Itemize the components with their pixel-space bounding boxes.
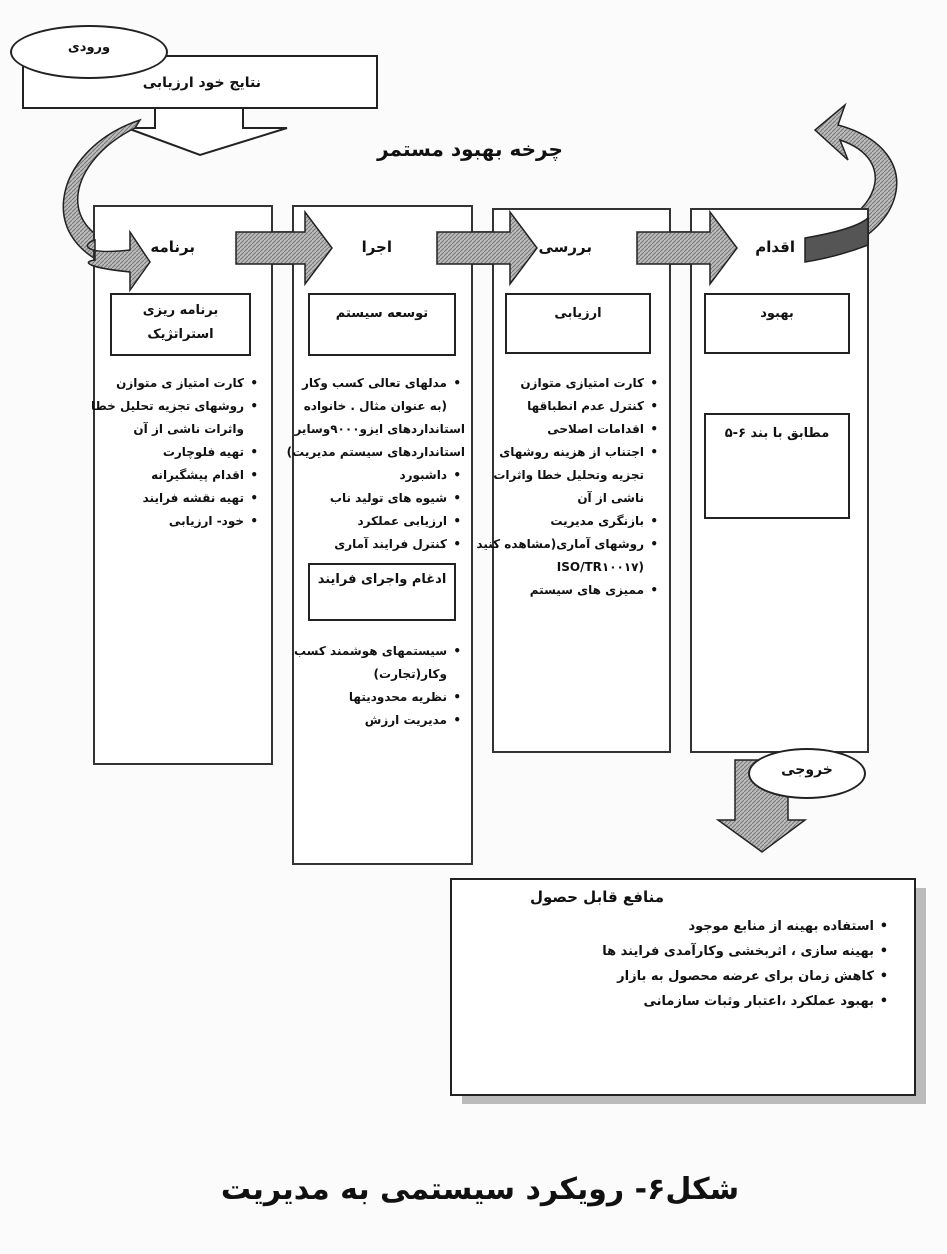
list-item: اجتناب از هزینه روشهای (472, 441, 658, 464)
list-item: سیستمهای هوشمند کسب (275, 640, 461, 663)
list-item: خود- ارزیابی (74, 510, 258, 533)
list-item: کنترل فرایند آماری (275, 533, 461, 556)
figure-caption: شکل۶- رویکرد سیستمی به مدیریت (220, 1172, 740, 1207)
input-ellipse-label: ورودی (67, 40, 111, 55)
column-plan-label: برنامه (150, 238, 195, 256)
benefits-box: منافع قابل حصول استفاده بهینه از منابع م… (450, 878, 916, 1096)
list-item: کارت امتیازی متوازن (472, 372, 658, 395)
list-item: ارزیابی عملکرد (275, 510, 461, 533)
list-item: واثرات ناشی از آن (133, 422, 244, 436)
do-list-1: مدلهای تعالی کسب وکار (به عنوان مثال . خ… (275, 372, 465, 556)
output-ellipse-label: خروجی (781, 762, 833, 778)
column-check-label: بررسی (538, 238, 592, 256)
list-item: شیوه های تولید ناب (275, 487, 461, 510)
plan-list: کارت امتیاز ی متوازن روشهای تجزیه تحلیل … (74, 372, 262, 533)
list-item: تهیه نقشه فرایند (74, 487, 258, 510)
list-item: کارت امتیاز ی متوازن (74, 372, 258, 395)
clause-reference-box: مطابق با بند ۶-۵ (704, 413, 850, 519)
strategic-planning-box: برنامه ریزی استراتژیک (110, 293, 251, 356)
list-item: مدیریت ارزش (275, 709, 461, 732)
do-list-2: سیستمهای هوشمند کسب وکار(تجارت) نظریه مح… (275, 640, 465, 732)
column-act-label: اقدام (755, 238, 795, 256)
right-curved-arrow (804, 102, 898, 263)
list-item: مدلهای تعالی کسب وکار (275, 372, 461, 395)
output-ellipse: خروجی (748, 748, 866, 799)
list-item: استانداردهای ایزو۹۰۰۰وسایر (294, 422, 465, 436)
evaluation-box: ارزیابی (505, 293, 651, 354)
list-item: نظریه محدودیتها (275, 686, 461, 709)
list-item: ممیزی های سیستم (472, 579, 658, 602)
benefits-title: منافع قابل حصول (529, 888, 664, 906)
list-item: بهینه سازی ، اثربخشی وکارآمدی فرایند ها (474, 939, 888, 964)
improvement-box: بهبود (704, 293, 850, 354)
column-do-label: اجرا (361, 238, 392, 256)
list-item: وکار(تجارت) (373, 667, 447, 681)
list-item: تجزیه وتحلیل خطا واثرات (493, 468, 644, 482)
list-item: روشهای تجزیه تحلیل خطا (74, 395, 258, 418)
check-list: کارت امتیازی متوازن کنترل عدم انطباقها ا… (472, 372, 662, 602)
system-development-box: توسعه سیستم (308, 293, 456, 356)
list-item: بهبود عملکرد ،اعتبار وثبات سازمانی (474, 989, 889, 1014)
list-item: (به عنوان مثال . خانواده (303, 399, 447, 413)
list-item: کنترل عدم انطباقها (472, 395, 658, 418)
list-item: اقدام پیشگیرانه (74, 464, 258, 487)
input-ellipse: ورودی (10, 25, 168, 79)
list-item: ناشی از آن (577, 491, 644, 505)
benefits-list: استفاده بهینه از منابع موجود بهینه سازی … (474, 914, 892, 1014)
list-item: کاهش زمان برای عرضه محصول به بازار (474, 964, 888, 989)
list-item: (ISO/TR۱۰۰۱۷ (556, 560, 644, 574)
list-item: استفاده بهینه از منابع موجود (474, 914, 888, 939)
input-down-arrow (126, 107, 288, 157)
input-box: نتایج خود ارزیابی (22, 55, 378, 109)
list-item: اقدامات اصلاحی (472, 418, 658, 441)
list-item: تهیه فلوچارت (74, 441, 258, 464)
process-integration-box: ادغام واجرای فرایند (308, 563, 456, 621)
list-item: روشهای آماری(مشاهده کنید (472, 533, 658, 556)
list-item: بازنگری مدیریت (472, 510, 658, 533)
list-item: داشبورد (275, 464, 461, 487)
list-item: استانداردهای سیستم مدیریت) (286, 445, 465, 459)
input-box-label: نتایج خود ارزیابی (142, 75, 261, 91)
cycle-title: چرخه بهبود مستمر (377, 137, 563, 161)
